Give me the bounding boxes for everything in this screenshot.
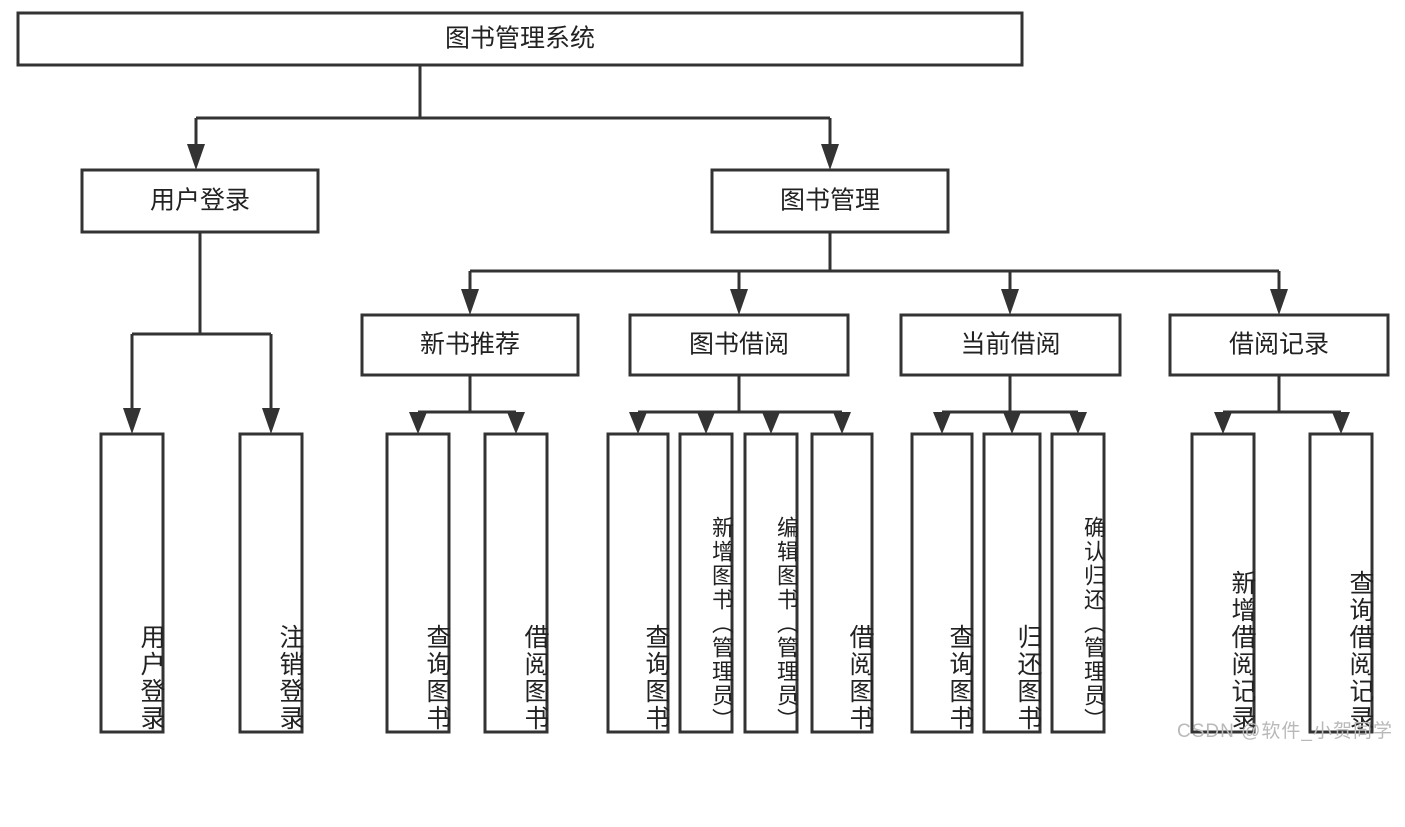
node-root-box[interactable]: [16, 11, 1024, 67]
diagram-canvas-container: 图书管理系统用户登录图书管理新书推荐图书借阅当前借阅借阅记录 用户登录注销登录查…: [16, 11, 1393, 742]
arrow-to-leaf-query-book-1-head: [409, 412, 427, 434]
node-new-book-recommend-label: 新书推荐: [420, 331, 520, 359]
arrow-to-borrow-record-head: [1270, 289, 1288, 315]
node-leaf-add-book-box[interactable]: [678, 432, 734, 734]
arrow-to-leaf-user-logout-head: [262, 408, 280, 434]
node-current-borrow-label: 当前借阅: [960, 331, 1060, 359]
node-leaf-query-book-1-box[interactable]: [385, 432, 451, 734]
node-leaf-borrow-book-1-box[interactable]: [483, 432, 549, 734]
node-leaf-user-logout-box[interactable]: [238, 432, 304, 734]
arrow-to-leaf-query-book-2-head: [629, 412, 647, 434]
arrow-to-leaf-query-record-head: [1332, 412, 1350, 434]
arrow-to-leaf-borrow-book-1-head: [507, 412, 525, 434]
node-book-borrow-label: 图书借阅: [689, 331, 789, 359]
arrow-to-leaf-add-book-head: [697, 412, 715, 434]
connector-layer: [123, 65, 1350, 434]
arrow-to-leaf-return-book-head: [1003, 412, 1021, 434]
node-leaf-confirm-return-box[interactable]: [1050, 432, 1106, 734]
node-user-login-label: 用户登录: [150, 187, 250, 215]
arrow-to-book-manage-head: [821, 144, 839, 170]
arrow-to-user-login-head: [187, 144, 205, 170]
node-box-layer: [16, 11, 1390, 734]
node-leaf-edit-book-box[interactable]: [743, 432, 799, 734]
node-book-borrow-box[interactable]: [628, 313, 850, 377]
arrow-to-leaf-borrow-book-2-head: [833, 412, 851, 434]
node-leaf-query-book-3-box[interactable]: [910, 432, 974, 734]
node-user-login-box[interactable]: [80, 168, 320, 234]
arrow-to-current-borrow-head: [1001, 289, 1019, 315]
node-borrow-record-label: 借阅记录: [1229, 331, 1329, 359]
node-leaf-query-record-box[interactable]: [1308, 432, 1374, 734]
node-borrow-record-box[interactable]: [1168, 313, 1390, 377]
node-leaf-return-book-box[interactable]: [982, 432, 1042, 734]
arrow-to-book-borrow-head: [730, 289, 748, 315]
arrow-to-leaf-query-book-3-head: [933, 412, 951, 434]
node-leaf-borrow-book-2-box[interactable]: [810, 432, 874, 734]
node-root-label: 图书管理系统: [445, 25, 595, 53]
arrow-to-leaf-user-login-head: [123, 408, 141, 434]
node-leaf-query-book-2-box[interactable]: [606, 432, 670, 734]
watermark-credit: CSDN @软件_小贺同学: [1177, 721, 1393, 742]
arrow-to-leaf-confirm-return-head: [1069, 412, 1087, 434]
node-leaf-add-record-box[interactable]: [1190, 432, 1256, 734]
node-book-manage-box[interactable]: [710, 168, 950, 234]
node-current-borrow-box[interactable]: [899, 313, 1122, 377]
node-leaf-user-login-box[interactable]: [99, 432, 165, 734]
arrow-to-new-book-recommend-head: [461, 289, 479, 315]
arrow-to-leaf-edit-book-head: [762, 412, 780, 434]
node-book-manage-label: 图书管理: [780, 187, 880, 215]
arrow-to-leaf-add-record-head: [1214, 412, 1232, 434]
node-new-book-recommend-box[interactable]: [360, 313, 580, 377]
